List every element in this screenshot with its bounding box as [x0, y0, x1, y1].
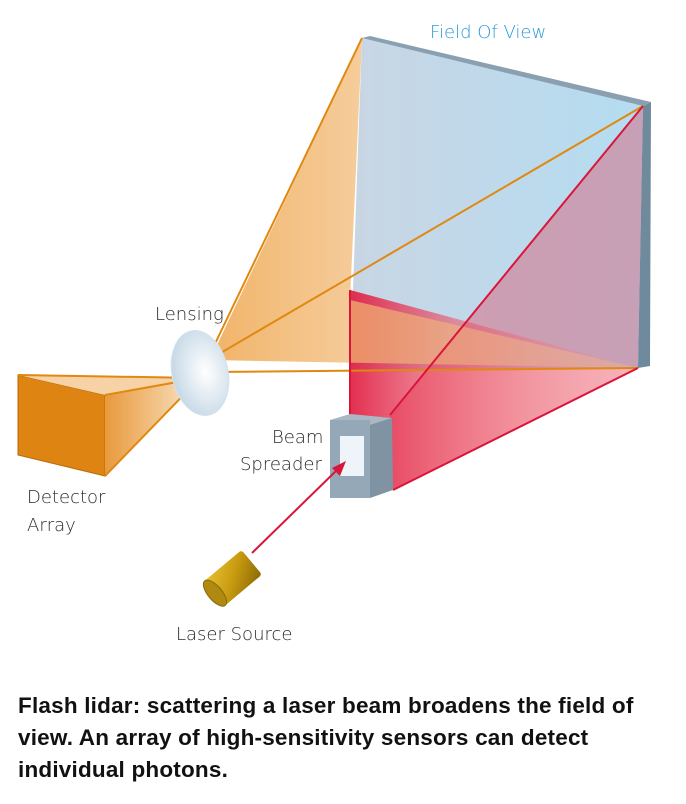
lens: [170, 330, 230, 416]
laser-source: [202, 551, 261, 607]
laser-arrow: [251, 461, 346, 554]
detector-label-line1: Detector: [27, 487, 106, 508]
detector-array: [17, 374, 201, 477]
beam-spreader: [330, 414, 393, 498]
field-of-view-label: Field Of View: [430, 22, 546, 43]
laser-source-label: Laser Source: [176, 624, 292, 645]
beam-spreader-label-line2: Spreader: [240, 454, 322, 475]
field-of-view-panel: [350, 36, 651, 372]
figure-caption: Flash lidar: scattering a laser beam bro…: [18, 693, 634, 782]
detector-label-line2: Array: [27, 515, 76, 536]
return-light-rays: [211, 37, 644, 373]
beam-spreader-label-line1: Beam: [272, 427, 323, 448]
return-light-cone: [210, 38, 638, 368]
lensing-label: Lensing: [155, 304, 224, 325]
laser-rays: [349, 105, 644, 491]
flash-lidar-diagram: Field Of View Lensing Detector Array Bea…: [17, 22, 651, 645]
